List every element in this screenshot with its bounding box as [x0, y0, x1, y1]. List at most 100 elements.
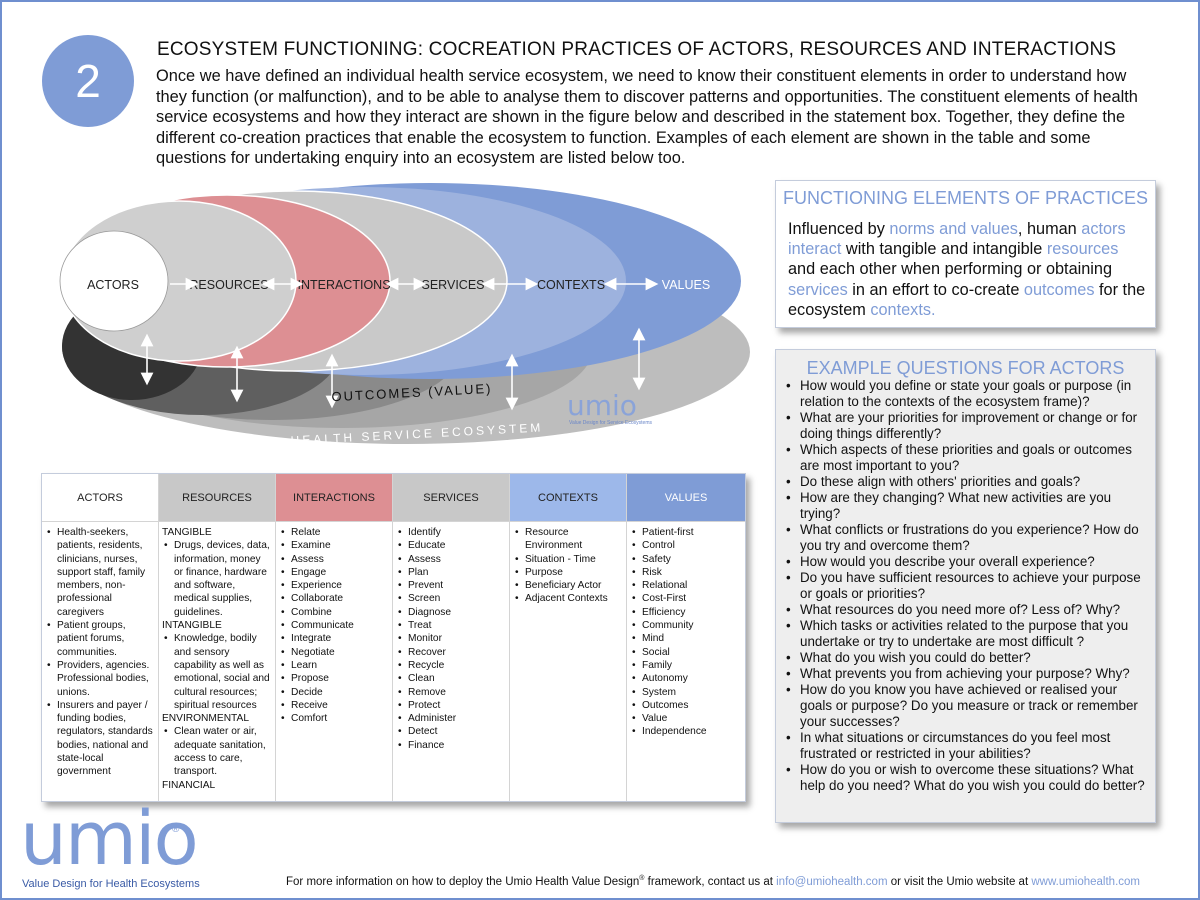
table-list-item: Recycle — [396, 659, 506, 673]
footer-text-middle: framework, contact us at — [644, 875, 777, 888]
statement-text: in an effort to co-create — [847, 280, 1024, 299]
statement-highlight: outcomes — [1023, 280, 1095, 299]
table-list-item: Health-seekers, patients, residents, cli… — [45, 526, 155, 619]
resource-group-label: INTANGIBLE — [162, 620, 222, 632]
resource-group-label: TANGIBLE — [162, 527, 212, 538]
table-list-item: Assess — [396, 553, 506, 567]
table-list-item: Educate — [396, 539, 506, 553]
umio-logo: umio — [20, 796, 199, 882]
table-list-item: Diagnose — [396, 606, 506, 620]
page-title: ECOSYSTEM FUNCTIONING: COCREATION PRACTI… — [157, 39, 1117, 60]
question-item: What resources do you need more of? Less… — [786, 602, 1148, 618]
table-list-item: Combine — [279, 606, 389, 620]
table-cell-contexts: Resource EnvironmentSituation - TimePurp… — [510, 522, 626, 606]
table-list-item: Outcomes — [630, 699, 742, 713]
logo-tagline: Value Design for Health Ecosystems — [22, 878, 200, 890]
question-item: What prevents you from achieving your pu… — [786, 666, 1148, 682]
table-list-item: Mind — [630, 632, 742, 646]
footer-website-link[interactable]: www.umiohealth.com — [1031, 875, 1140, 888]
table-list-item: Comfort — [279, 712, 389, 726]
table-list-item: Assess — [279, 553, 389, 567]
table-cell-resources: TANGIBLEDrugs, devices, data, informatio… — [159, 522, 275, 792]
table-list-item: Monitor — [396, 632, 506, 646]
table-list-item: Clean water or air, adequate sanitation,… — [162, 725, 272, 778]
table-column-services: SERVICESIdentifyEducateAssessPlanPrevent… — [393, 474, 510, 801]
statement-highlight: contexts. — [870, 300, 936, 319]
statement-highlight: resources — [1046, 240, 1119, 259]
table-list-item: Remove — [396, 686, 506, 700]
table-list-item: Patient groups, patient forums, communit… — [45, 619, 155, 659]
elements-table: ACTORSHealth-seekers, patients, resident… — [41, 473, 746, 802]
table-list-item: Plan — [396, 566, 506, 580]
table-list-item: Examine — [279, 539, 389, 553]
table-list-item: Communicate — [279, 619, 389, 633]
table-list-item: Screen — [396, 592, 506, 606]
question-item: What do you wish you could do better? — [786, 650, 1148, 666]
table-list-item: Situation - Time — [513, 553, 623, 567]
table-column-resources: RESOURCESTANGIBLEDrugs, devices, data, i… — [159, 474, 276, 801]
question-item: In what situations or circumstances do y… — [786, 730, 1148, 762]
table-list-item: Providers, agencies. Professional bodies… — [45, 659, 155, 699]
watermark-logo: umio — [567, 389, 637, 422]
logo-registered-mark: ® — [172, 824, 180, 835]
statement-text: for the ecosystem — [788, 280, 1146, 319]
statement-text: with tangible and intangible — [841, 240, 1047, 259]
questions-title: EXAMPLE QUESTIONS FOR ACTORS — [806, 358, 1125, 378]
table-header-resources: RESOURCES — [159, 474, 275, 522]
footer-registered-mark: ® — [639, 875, 645, 882]
question-item: Do these align with others' priorities a… — [786, 474, 1148, 490]
table-list-item: Integrate — [279, 632, 389, 646]
footer-email-link[interactable]: info@umiohealth.com — [776, 875, 888, 888]
ecosystem-diagram: ACTORS RESOURCES INTERACTIONS SERVICES C… — [59, 183, 750, 448]
table-list-item: Collaborate — [279, 592, 389, 606]
table-list-item: Relate — [279, 526, 389, 540]
table-list-item: Identify — [396, 526, 506, 540]
table-column-actors: ACTORSHealth-seekers, patients, resident… — [42, 474, 159, 801]
table-header-values: VALUES — [627, 474, 745, 522]
table-cell-actors: Health-seekers, patients, residents, cli… — [42, 522, 158, 779]
table-header-services: SERVICES — [393, 474, 509, 522]
question-item: Do you have sufficient resources to achi… — [786, 570, 1148, 602]
statement-text: Influenced by — [788, 220, 890, 238]
table-list-item: Control — [630, 539, 742, 553]
statement-highlight: services — [788, 280, 848, 299]
resource-group-label: ENVIRONMENTAL — [162, 713, 249, 725]
question-item: How would you describe your overall expe… — [786, 554, 1148, 570]
watermark-tagline: Value Design for Service Ecosystems — [569, 420, 652, 426]
functioning-statement: Influenced by norms and values, human ac… — [788, 219, 1148, 320]
table-list-item: Negotiate — [279, 646, 389, 660]
footer-text-after: or visit the Umio website at — [887, 875, 1032, 888]
statement-highlight: norms and values — [889, 220, 1018, 238]
table-list-item: Adjacent Contexts — [513, 592, 623, 606]
footer-text: For more information on how to deploy th… — [286, 875, 1140, 888]
table-list-item: Risk — [630, 566, 742, 580]
question-item: How do you know you have achieved or rea… — [786, 682, 1148, 730]
table-list-item: Finance — [396, 739, 506, 753]
table-column-interactions: INTERACTIONSRelateExamineAssessEngageExp… — [276, 474, 393, 801]
table-list-item: Knowledge, bodily and sensory capability… — [162, 632, 272, 712]
table-list-item: Relational — [630, 579, 742, 593]
table-list-item: System — [630, 686, 742, 700]
table-list-item: Family — [630, 659, 742, 673]
table-list-item: Detect — [396, 725, 506, 739]
section-number: 2 — [75, 55, 101, 107]
table-list-item: Cost-First — [630, 592, 742, 606]
table-list-item: Independence — [630, 725, 742, 739]
table-list-item: Protect — [396, 699, 506, 713]
values-label: VALUES — [662, 278, 710, 292]
question-item: How do you or wish to overcome these sit… — [786, 762, 1148, 794]
services-label: SERVICES — [422, 278, 485, 292]
questions-list: How would you define or state your goals… — [786, 378, 1148, 794]
table-column-contexts: CONTEXTSResource EnvironmentSituation - … — [510, 474, 627, 801]
question-item: What conflicts or frustrations do you ex… — [786, 522, 1148, 554]
statement-highlight: actors interact — [788, 220, 1126, 259]
statement-text: , human — [1017, 220, 1082, 238]
resource-group-label: FINANCIAL — [162, 779, 216, 791]
table-list-item: Recover — [396, 646, 506, 660]
question-item: How are they changing? What new activiti… — [786, 490, 1148, 522]
functioning-elements-box: FUNCTIONING ELEMENTS OF PRACTICES Influe… — [775, 180, 1156, 328]
example-questions-box: EXAMPLE QUESTIONS FOR ACTORS How would y… — [775, 349, 1156, 823]
functioning-title: FUNCTIONING ELEMENTS OF PRACTICES — [782, 188, 1149, 208]
table-list-item: Autonomy — [630, 672, 742, 686]
